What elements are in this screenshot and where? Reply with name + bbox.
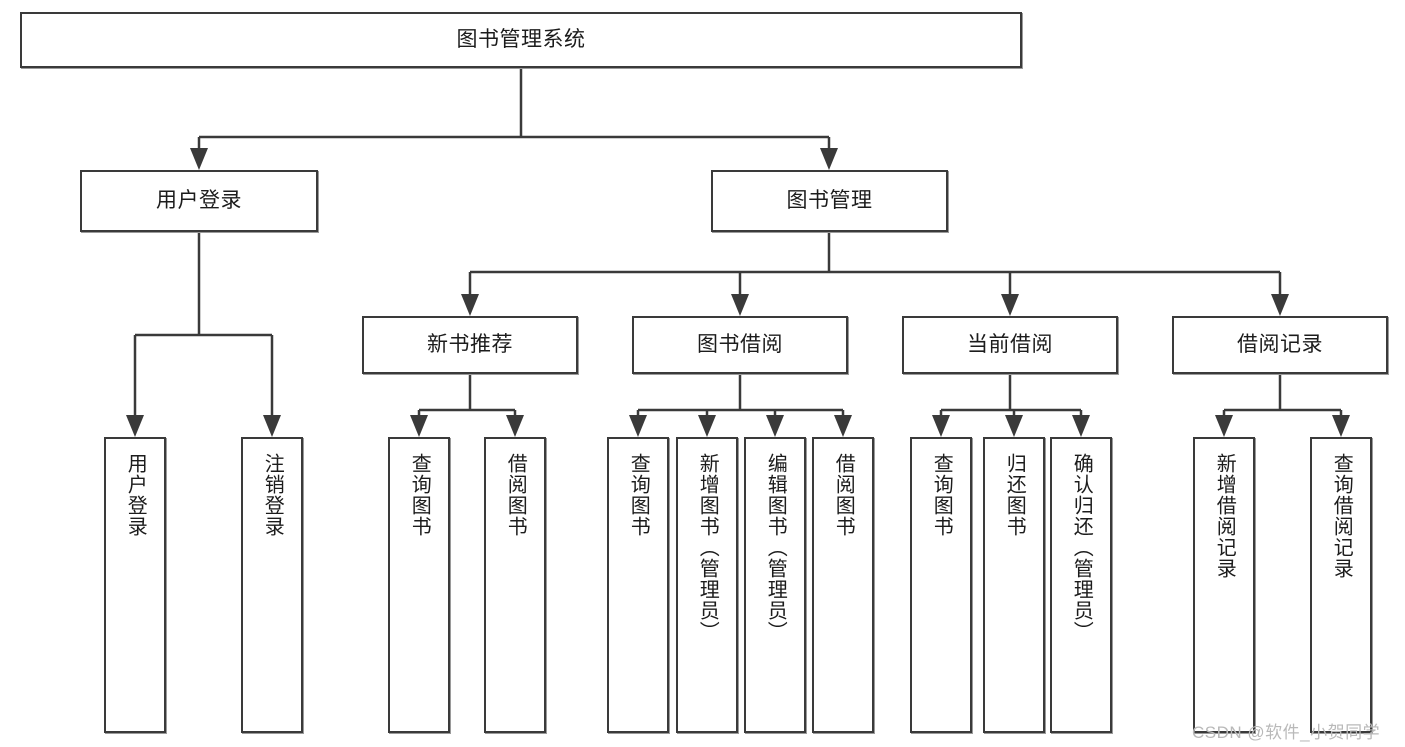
node-leaf-return-book[interactable]: 归还图书 — [983, 437, 1045, 733]
node-leaf-confirm-return[interactable]: 确认归还（管理员） — [1050, 437, 1112, 733]
connector-borrow-record-arrowhead-1 — [1332, 415, 1350, 437]
connector-user-login-arrowhead-1 — [263, 415, 281, 437]
node-label-leaf-return-book: 归还图书 — [1003, 453, 1026, 537]
node-label-leaf-user-login: 用户登录 — [124, 453, 147, 537]
node-borrow-record[interactable]: 借阅记录 — [1172, 316, 1388, 374]
node-book-borrow[interactable]: 图书借阅 — [632, 316, 848, 374]
node-label-current-borrow: 当前借阅 — [967, 333, 1053, 357]
node-book-manage[interactable]: 图书管理 — [711, 170, 948, 232]
node-root[interactable]: 图书管理系统 — [20, 12, 1022, 68]
node-leaf-user-logout[interactable]: 注销登录 — [241, 437, 303, 733]
node-label-leaf-confirm-return: 确认归还（管理员） — [1070, 453, 1093, 642]
node-leaf-add-book[interactable]: 新增图书（管理员） — [676, 437, 738, 733]
node-leaf-add-record[interactable]: 新增借阅记录 — [1193, 437, 1255, 733]
connector-new-book-rec-arrowhead-1 — [506, 415, 524, 437]
connector-current-borrow-arrowhead-1 — [1005, 415, 1023, 437]
node-label-leaf-query-book-1: 查询图书 — [408, 453, 431, 537]
watermark-label: CSDN @软件_小贺同学 — [1192, 723, 1381, 742]
node-label-leaf-edit-book: 编辑图书（管理员） — [764, 453, 787, 642]
node-new-book-rec[interactable]: 新书推荐 — [362, 316, 578, 374]
node-leaf-query-book-3[interactable]: 查询图书 — [910, 437, 972, 733]
node-leaf-borrow-book-1[interactable]: 借阅图书 — [484, 437, 546, 733]
connector-book-borrow-arrowhead-2 — [766, 415, 784, 437]
connector-book-manage-arrowhead-3 — [1271, 294, 1289, 316]
connector-user-login-arrowhead-0 — [126, 415, 144, 437]
node-label-book-manage: 图书管理 — [786, 189, 873, 213]
connector-current-borrow-arrowhead-0 — [932, 415, 950, 437]
connector-book-borrow-arrowhead-3 — [834, 415, 852, 437]
connector-book-borrow-arrowhead-0 — [629, 415, 647, 437]
node-label-leaf-add-record: 新增借阅记录 — [1213, 453, 1236, 579]
node-label-leaf-add-book: 新增图书（管理员） — [696, 453, 719, 642]
connector-root-arrowhead-1 — [820, 148, 838, 170]
node-leaf-user-login[interactable]: 用户登录 — [104, 437, 166, 733]
node-label-new-book-rec: 新书推荐 — [427, 333, 513, 357]
node-leaf-query-record[interactable]: 查询借阅记录 — [1310, 437, 1372, 733]
node-label-book-borrow: 图书借阅 — [697, 333, 783, 357]
connector-book-borrow-arrowhead-1 — [698, 415, 716, 437]
connector-book-manage-arrowhead-1 — [731, 294, 749, 316]
node-label-leaf-user-logout: 注销登录 — [261, 453, 284, 537]
node-label-borrow-record: 借阅记录 — [1237, 333, 1323, 357]
node-label-leaf-borrow-book-2: 借阅图书 — [832, 453, 855, 537]
connector-borrow-record-arrowhead-0 — [1215, 415, 1233, 437]
node-user-login[interactable]: 用户登录 — [80, 170, 318, 232]
node-label-leaf-borrow-book-1: 借阅图书 — [504, 453, 527, 537]
connector-book-manage-arrowhead-0 — [461, 294, 479, 316]
node-current-borrow[interactable]: 当前借阅 — [902, 316, 1118, 374]
node-label-user-login: 用户登录 — [156, 189, 242, 213]
node-label-leaf-query-book-2: 查询图书 — [627, 453, 650, 537]
node-leaf-borrow-book-2[interactable]: 借阅图书 — [812, 437, 874, 733]
node-label-leaf-query-book-3: 查询图书 — [930, 453, 953, 537]
connector-current-borrow-arrowhead-2 — [1072, 415, 1090, 437]
node-leaf-query-book-2[interactable]: 查询图书 — [607, 437, 669, 733]
node-label-leaf-query-record: 查询借阅记录 — [1330, 453, 1353, 579]
node-label-root: 图书管理系统 — [456, 28, 586, 52]
node-leaf-edit-book[interactable]: 编辑图书（管理员） — [744, 437, 806, 733]
node-leaf-query-book-1[interactable]: 查询图书 — [388, 437, 450, 733]
connector-new-book-rec-arrowhead-0 — [410, 415, 428, 437]
connector-book-manage-arrowhead-2 — [1001, 294, 1019, 316]
connector-root-arrowhead-0 — [190, 148, 208, 170]
